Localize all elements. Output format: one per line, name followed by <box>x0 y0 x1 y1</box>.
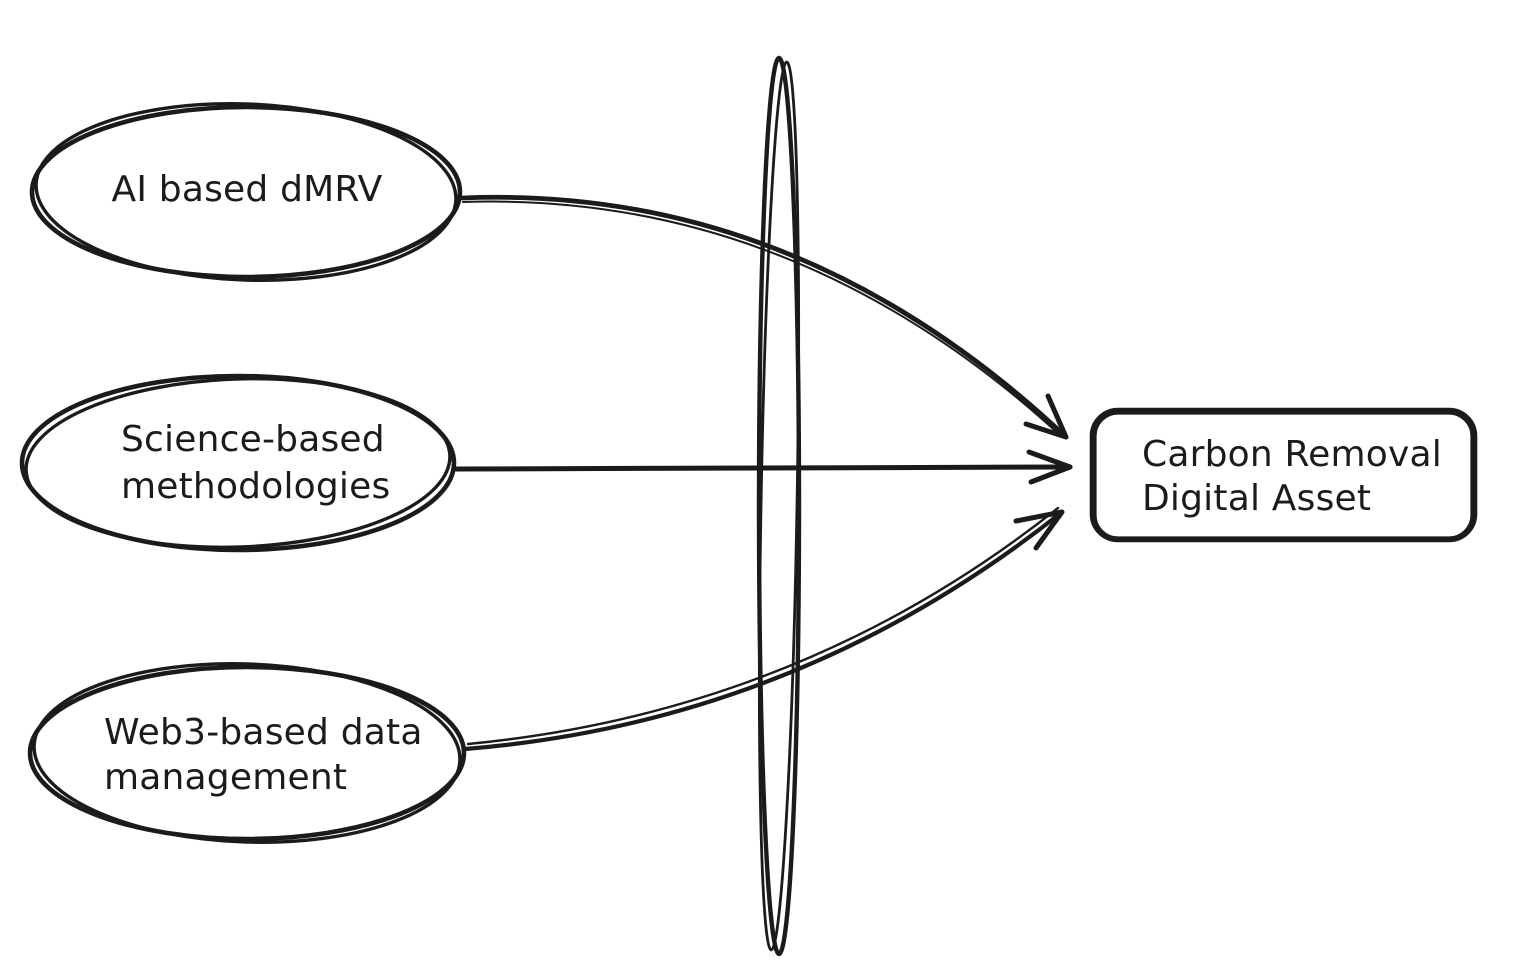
rect-stroke-pass2 <box>1093 411 1474 540</box>
node-asset-label-line2: Digital Asset <box>1142 478 1372 519</box>
arrow-shaft-pass2 <box>462 200 1063 438</box>
arrow-science-to-asset <box>453 449 1073 485</box>
arrow-shaft <box>462 509 1065 752</box>
arrowhead-icon <box>1013 509 1065 551</box>
node-web3-ellipse <box>27 662 467 844</box>
arrow-ai-dmrv-to-asset <box>459 194 1069 440</box>
lens-stroke <box>756 55 802 957</box>
node-ai-dmrv-label: AI based dMRV <box>111 169 383 210</box>
node-science-ellipse <box>19 373 457 553</box>
node-web3-label-line1: Web3-based data <box>104 712 423 753</box>
node-web3-label-line2: management <box>104 757 348 798</box>
arrowhead-icon <box>1023 393 1069 440</box>
node-web3-label: Web3-based data management <box>104 710 423 800</box>
node-asset-label: Carbon Removal Digital Asset <box>1142 433 1442 521</box>
ellipse-stroke-pass2 <box>24 377 452 549</box>
arrowhead-icon <box>1026 449 1073 485</box>
arrow-web3-to-asset <box>462 506 1065 752</box>
lens-stroke-pass2 <box>758 60 800 952</box>
rect-stroke <box>1089 407 1478 543</box>
ellipse-stroke <box>27 664 467 842</box>
ellipse-stroke <box>19 373 457 553</box>
ellipse-stroke-pass2 <box>32 662 462 844</box>
ellipse-stroke <box>29 104 463 280</box>
arrow-shaft-pass2 <box>466 506 1060 746</box>
node-science-label: Science-based methodologies <box>121 416 390 510</box>
arrow-shaft <box>453 464 1073 472</box>
node-science-label-line1: Science-based <box>121 419 385 460</box>
lens-ellipse <box>756 55 802 957</box>
arrow-shaft <box>459 194 1069 440</box>
ellipse-stroke-pass2 <box>34 101 458 283</box>
node-ai-dmrv-ellipse <box>29 101 463 283</box>
node-science-label-line2: methodologies <box>121 466 391 507</box>
node-asset-label-line1: Carbon Removal <box>1142 434 1442 475</box>
node-asset-rectangle <box>1089 407 1478 543</box>
